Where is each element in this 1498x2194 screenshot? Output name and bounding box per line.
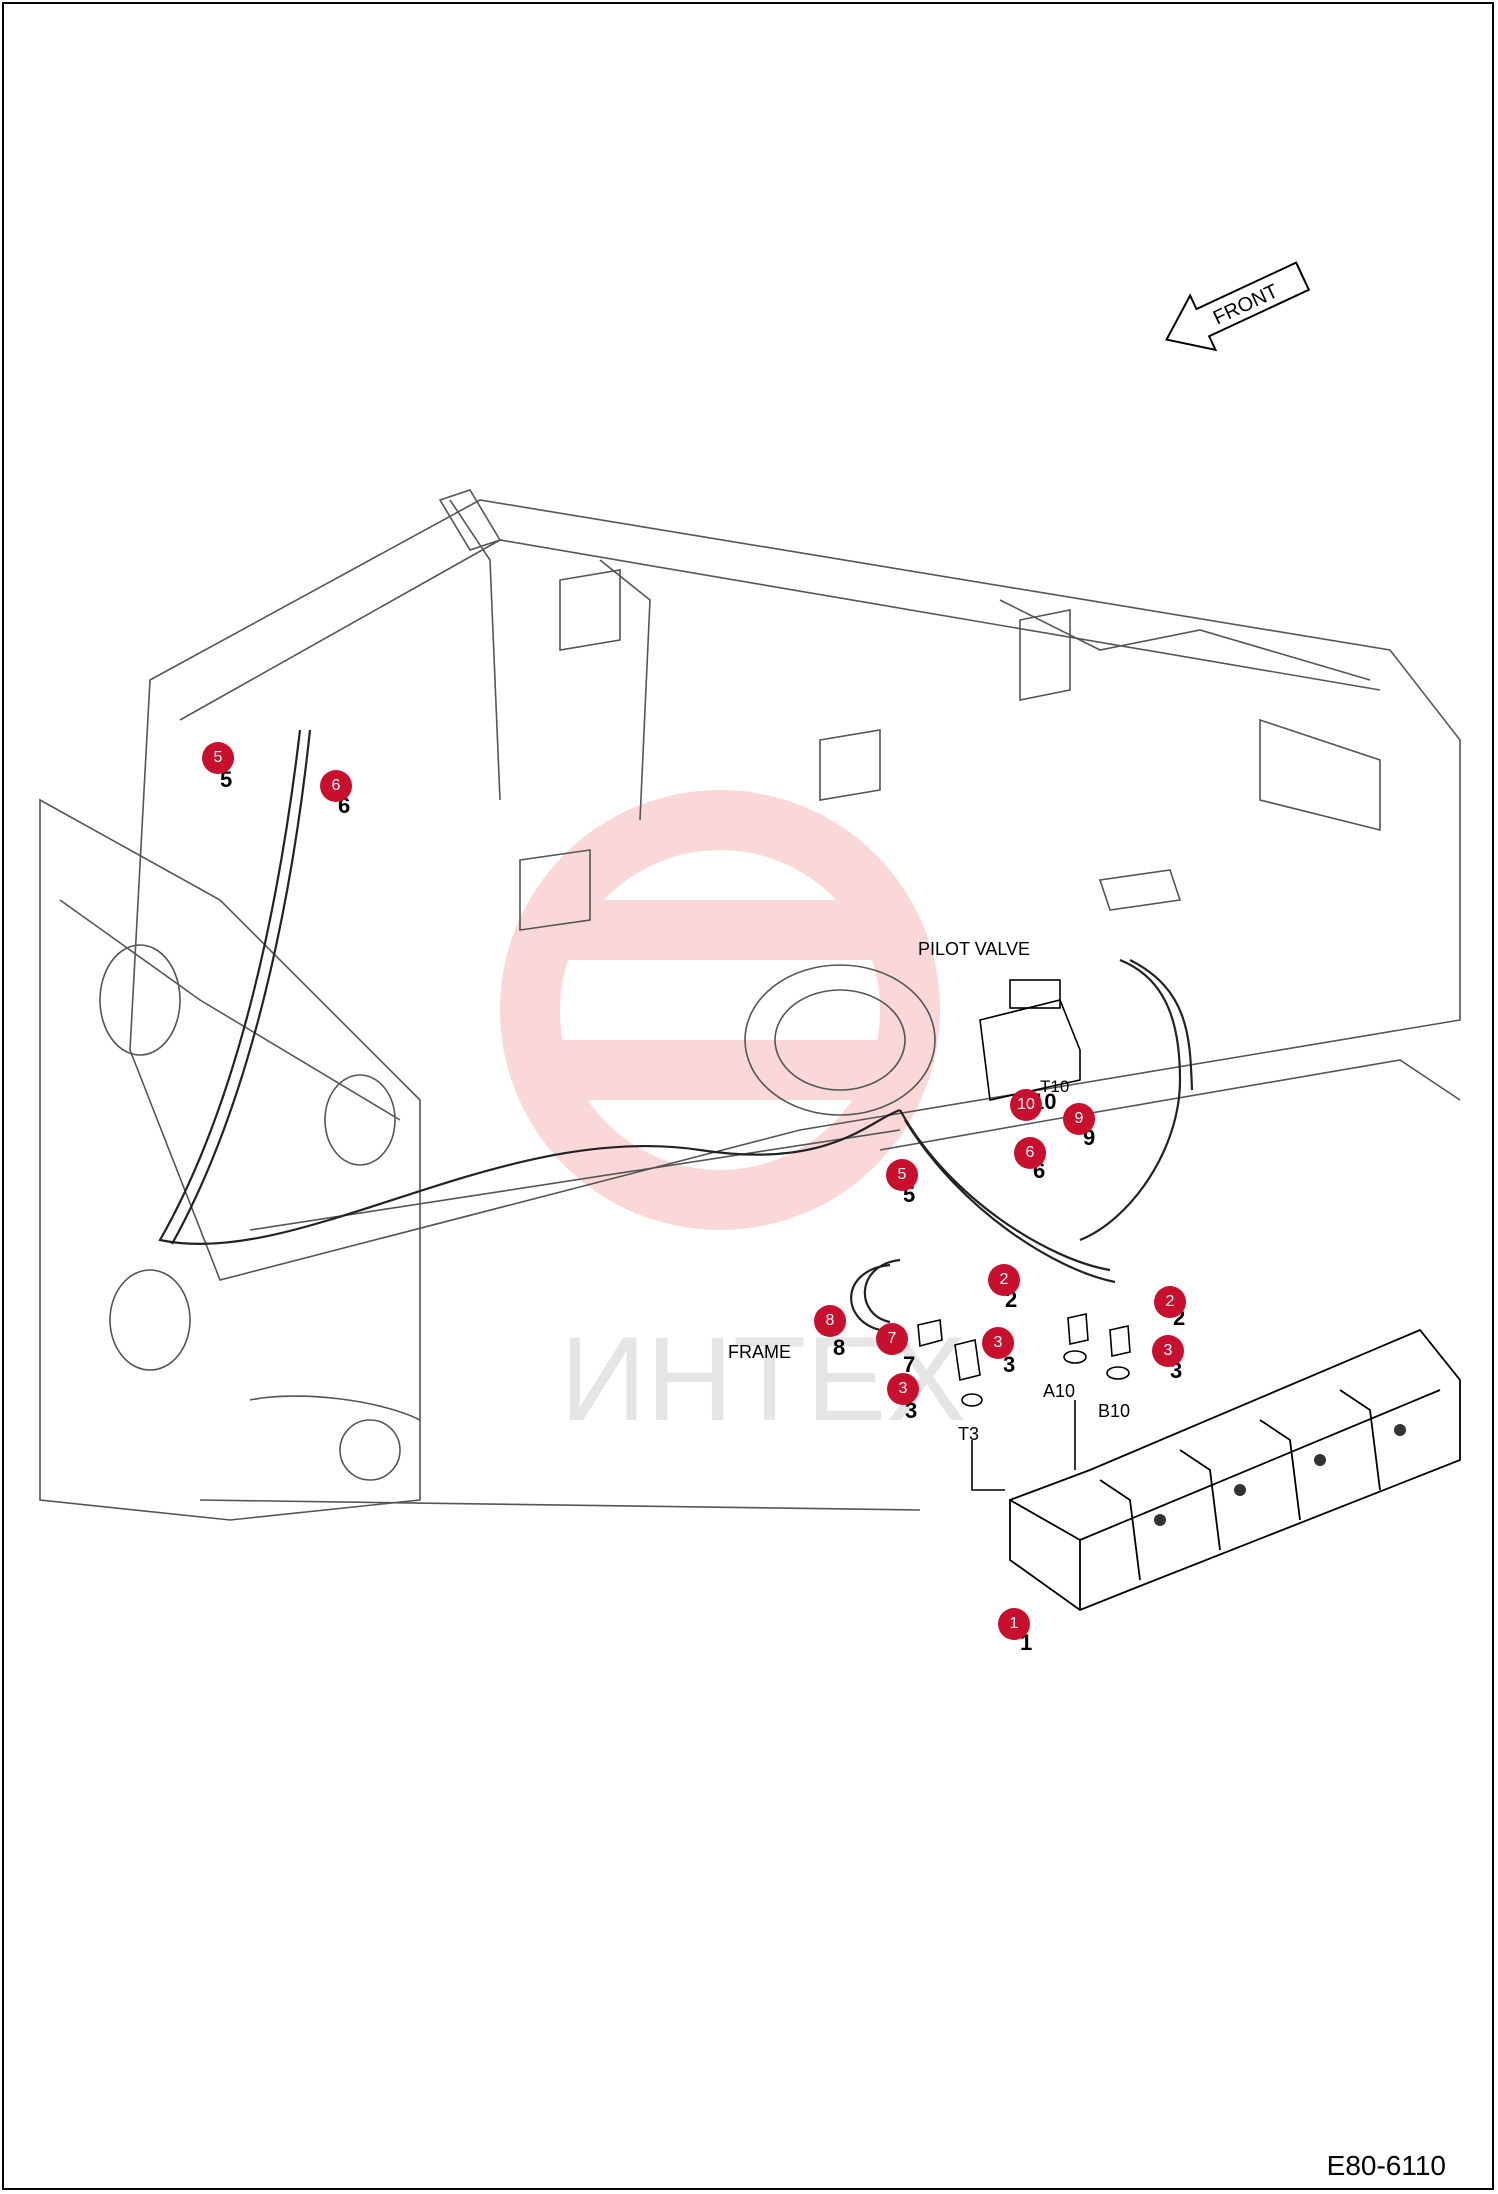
control-valve [1009, 1328, 1461, 1612]
port-t3-label: T3 [958, 1424, 979, 1444]
callout-marker[interactable]: 9 [1063, 1103, 1095, 1135]
callout-marker[interactable]: 1 [998, 1608, 1030, 1640]
callout-marker[interactable]: 3 [1152, 1335, 1184, 1367]
watermark-logo [500, 790, 940, 1230]
callout-marker[interactable]: 10 [1010, 1089, 1042, 1121]
fittings [917, 1313, 1131, 1491]
front-arrow: FRONT [1165, 261, 1311, 352]
callout-marker[interactable]: 2 [1154, 1286, 1186, 1318]
printed-part-numbers: 5 6 10 9 6 5 2 2 8 7 3 3 3 1 [220, 767, 1185, 1655]
port-b10-label: B10 [1098, 1401, 1130, 1421]
callout-marker[interactable]: 6 [320, 770, 352, 802]
part-number: 5 [220, 767, 232, 792]
part-number: 3 [905, 1398, 917, 1423]
callout-marker[interactable]: 5 [202, 742, 234, 774]
callout-marker[interactable]: 3 [887, 1373, 919, 1405]
control-valve-detail [1154, 1424, 1406, 1526]
pilot-valve-label: PILOT VALVE [918, 939, 1030, 959]
callout-marker[interactable]: 3 [982, 1327, 1014, 1359]
frame-linework [39, 489, 1461, 1521]
callout-marker[interactable]: 8 [814, 1305, 846, 1337]
part-number: 3 [1003, 1352, 1015, 1377]
port-a10-label: A10 [1043, 1381, 1075, 1401]
port-t10-label: T10 [1040, 1077, 1069, 1096]
callout-marker[interactable]: 2 [988, 1264, 1020, 1296]
drawing-code: E80-6110 [1326, 2150, 1446, 2181]
part-number: 8 [833, 1335, 845, 1360]
frame-label: FRAME [728, 1342, 791, 1362]
callout-marker[interactable]: 6 [1014, 1137, 1046, 1169]
callout-marker[interactable]: 7 [876, 1323, 908, 1355]
pilot-valve [979, 979, 1081, 1101]
hose-lines [158, 729, 1194, 1332]
callout-marker[interactable]: 5 [886, 1159, 918, 1191]
part-number: 7 [903, 1352, 915, 1377]
